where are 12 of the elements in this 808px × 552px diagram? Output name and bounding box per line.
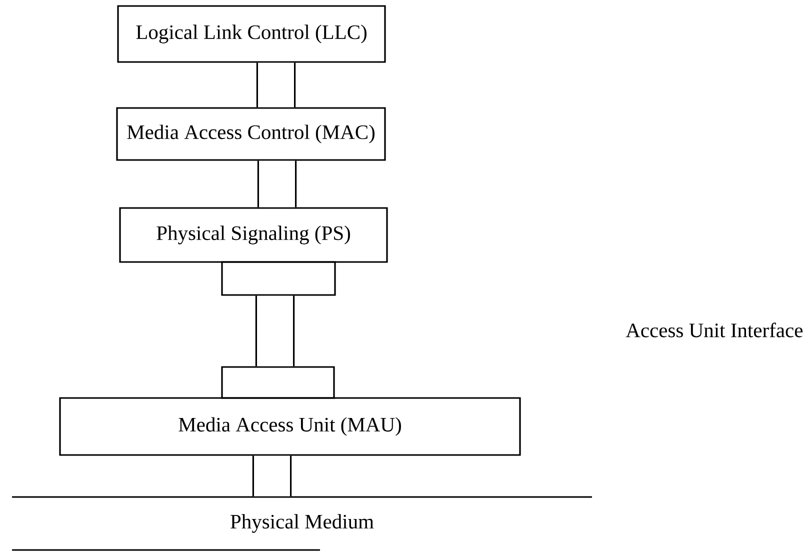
medium-band: Physical Medium <box>12 496 592 551</box>
layer-box: Logical Link Control (LLC) <box>117 5 386 63</box>
double-line-connector <box>252 456 292 496</box>
connector-box <box>221 366 335 399</box>
layer-box: Media Access Unit (MAU) <box>59 397 521 456</box>
double-line-connector <box>255 296 295 366</box>
double-line-connector <box>257 160 297 208</box>
layer-box: Physical Signaling (PS) <box>119 207 388 263</box>
double-line-connector <box>256 62 296 108</box>
layer-box: Media Access Control (MAC) <box>116 107 386 161</box>
connector-box <box>221 261 336 296</box>
interface-label: Access Unit Interface <box>626 322 803 338</box>
